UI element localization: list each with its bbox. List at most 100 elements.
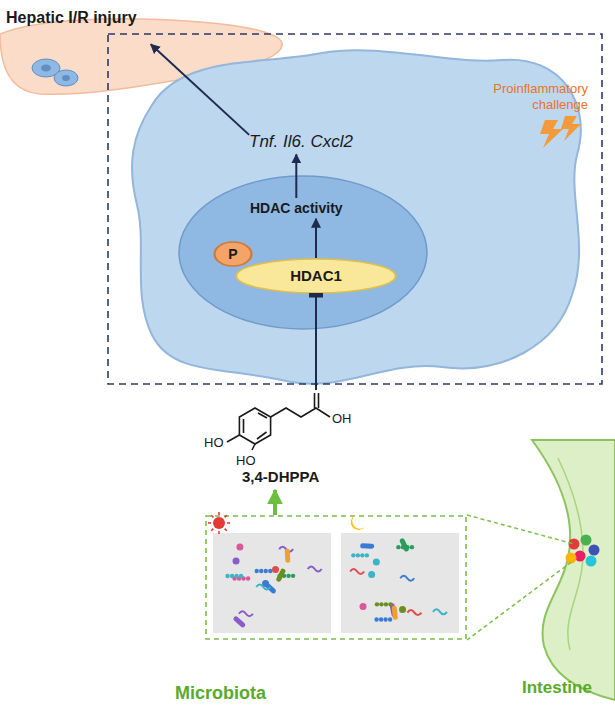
- shape-part: [351, 515, 365, 530]
- shape-part: [213, 517, 225, 529]
- shape-part: [405, 545, 409, 549]
- shape-part: [581, 535, 592, 546]
- shape-part: [255, 569, 259, 573]
- shape-part: [62, 75, 70, 81]
- shape-part: [256, 585, 270, 590]
- nucleus: HDAC activityHDAC1P: [178, 175, 428, 330]
- shape-part: [569, 539, 580, 550]
- shape-part: [360, 543, 374, 549]
- shape-part: [360, 603, 367, 610]
- node-text: Microbiota: [175, 683, 467, 705]
- node-text: Hepatic I/R injury: [6, 8, 290, 27]
- shape-part: [396, 545, 400, 549]
- shape-part: [239, 611, 253, 616]
- protein-ellipse: HDAC1: [235, 258, 397, 294]
- arrow-connector: [467, 515, 574, 640]
- shape-part: [399, 538, 410, 553]
- shape-part: [211, 515, 213, 517]
- shape-part: [233, 557, 240, 564]
- shape-part: [259, 569, 263, 573]
- node-text: 3,4-DHPPA: [242, 468, 365, 486]
- shape-part: [401, 545, 405, 549]
- arrow-connector: [151, 44, 249, 135]
- shape-part: [272, 566, 279, 573]
- atom-label: HO: [236, 453, 256, 469]
- shape-part: [218, 512, 220, 515]
- shape-part: [234, 574, 238, 578]
- shape-part: [365, 553, 369, 557]
- shape-part: [318, 393, 320, 408]
- macrophage-cell: Proinflammatory challengeTnf. Il6. Cxcl2…: [122, 45, 588, 370]
- shape-part: [213, 533, 331, 633]
- shape-part: [239, 574, 243, 578]
- shape-part: [410, 545, 414, 549]
- shape-part: [252, 444, 255, 450]
- shape-part: [291, 574, 295, 578]
- shape-part: [179, 176, 427, 329]
- shape-part: [225, 529, 227, 531]
- shape-part: [211, 529, 213, 531]
- atom-label: HO: [204, 435, 224, 451]
- arrow-connector: [315, 219, 317, 258]
- shape-part: [268, 569, 272, 573]
- shape-part: [350, 569, 364, 574]
- shape-part: [206, 516, 466, 639]
- microbiota-box-outline: [205, 515, 467, 640]
- node-text: Proinflammatory challenge: [478, 81, 588, 112]
- shape-part: [236, 544, 243, 551]
- node-text: Tnf. Il6. Cxcl2: [249, 132, 353, 152]
- shape-part: [314, 393, 316, 408]
- shape-part: [239, 408, 270, 444]
- node-text: HDAC1: [235, 267, 397, 285]
- shape-part: [225, 574, 229, 578]
- gene-list: Tnf. Il6. Cxcl2: [247, 130, 355, 154]
- shape-part: [308, 566, 322, 571]
- shape-part: [132, 50, 581, 383]
- shape-part: [383, 617, 387, 621]
- phospho-circle: P: [213, 241, 253, 267]
- shape-part: [373, 558, 380, 565]
- atom-label: OH: [332, 411, 352, 427]
- shape-part: [399, 606, 406, 613]
- shape-part: [433, 609, 447, 614]
- shape-part: [532, 440, 615, 700]
- shape-part: [360, 553, 364, 557]
- shape-part: [400, 576, 414, 581]
- shape-part: [286, 574, 290, 578]
- shape-part: [351, 553, 355, 557]
- shape-part: [246, 576, 250, 580]
- shape-part: [407, 610, 421, 615]
- lightning-bolt: [561, 116, 581, 141]
- shape-part: [227, 435, 239, 442]
- shape-part: [379, 617, 383, 621]
- shape-part: [285, 549, 291, 563]
- shape-part: [243, 419, 245, 433]
- arrow-connector: [295, 154, 297, 198]
- shape-part: [374, 617, 378, 621]
- shape-part: [379, 602, 383, 606]
- shape-part: [258, 413, 267, 418]
- molecule-structure: 3,4-DHPPAHOHOOH: [200, 390, 365, 490]
- dashed-frame: [108, 34, 602, 384]
- shape-part: [375, 602, 379, 606]
- shape-part: [208, 522, 211, 524]
- shape-part: [257, 432, 267, 439]
- shape-part: [54, 70, 78, 86]
- microbiota-box: Microbiota: [205, 515, 467, 640]
- shape-part: [566, 553, 577, 564]
- shape-part: [218, 531, 220, 534]
- shape-part: [384, 602, 388, 606]
- shape-part: [225, 515, 227, 517]
- shape-part: [392, 606, 398, 620]
- node-text: P: [213, 246, 253, 263]
- shape-part: [368, 571, 375, 578]
- shape-part: [589, 545, 600, 556]
- intestine-organ-outline: [470, 440, 615, 705]
- shape-part: [388, 602, 392, 606]
- shape-part: [275, 568, 286, 583]
- shape-part: [356, 553, 360, 557]
- intestine-organ: Intestine: [470, 440, 615, 705]
